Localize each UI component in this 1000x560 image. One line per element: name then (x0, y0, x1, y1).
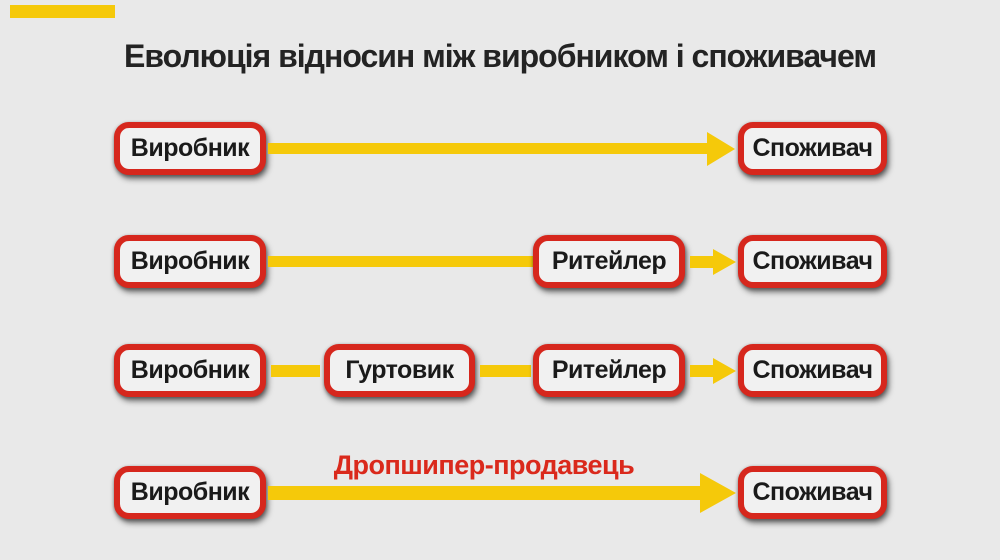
box-retailer: Ритейлер (533, 344, 685, 397)
connector-wholesaler-retailer (480, 365, 531, 377)
box-label: Споживач (752, 247, 873, 275)
arrow-retailer-consumer-shaft (690, 365, 713, 377)
box-producer: Виробник (114, 122, 266, 175)
dropshipper-arrow-label: Дропшипер-продавець (333, 450, 635, 480)
box-label: Споживач (752, 134, 873, 162)
box-consumer: Споживач (738, 344, 887, 397)
box-consumer: Споживач (738, 122, 887, 175)
arrow-retailer-consumer-head (713, 358, 736, 384)
arrow-producer-consumer-shaft (268, 486, 700, 500)
top-left-accent-bar (10, 5, 115, 18)
box-producer: Виробник (114, 466, 266, 519)
diagram-title: Еволюція відносин між виробником і спожи… (123, 38, 877, 74)
box-label: Ритейлер (551, 247, 667, 275)
arrow-retailer-consumer-head (713, 249, 736, 275)
connector-producer-retailer (268, 256, 533, 267)
box-label: Споживач (752, 478, 873, 506)
arrow-producer-consumer-head (700, 473, 736, 513)
box-label: Виробник (130, 247, 250, 275)
box-label: Виробник (130, 134, 250, 162)
box-label: Споживач (752, 356, 873, 384)
box-label: Виробник (130, 356, 250, 384)
arrow-producer-consumer-shaft (268, 143, 707, 154)
box-wholesaler: Гуртовик (324, 344, 475, 397)
box-consumer: Споживач (738, 235, 887, 288)
box-retailer: Ритейлер (533, 235, 685, 288)
box-label: Гуртовик (345, 356, 454, 384)
box-label: Виробник (130, 478, 250, 506)
arrow-retailer-consumer-shaft (690, 256, 713, 268)
arrow-producer-consumer-head (707, 132, 735, 166)
box-consumer: Споживач (738, 466, 887, 519)
box-producer: Виробник (114, 344, 266, 397)
box-producer: Виробник (114, 235, 266, 288)
box-label: Ритейлер (551, 356, 667, 384)
connector-producer-wholesaler (271, 365, 320, 377)
